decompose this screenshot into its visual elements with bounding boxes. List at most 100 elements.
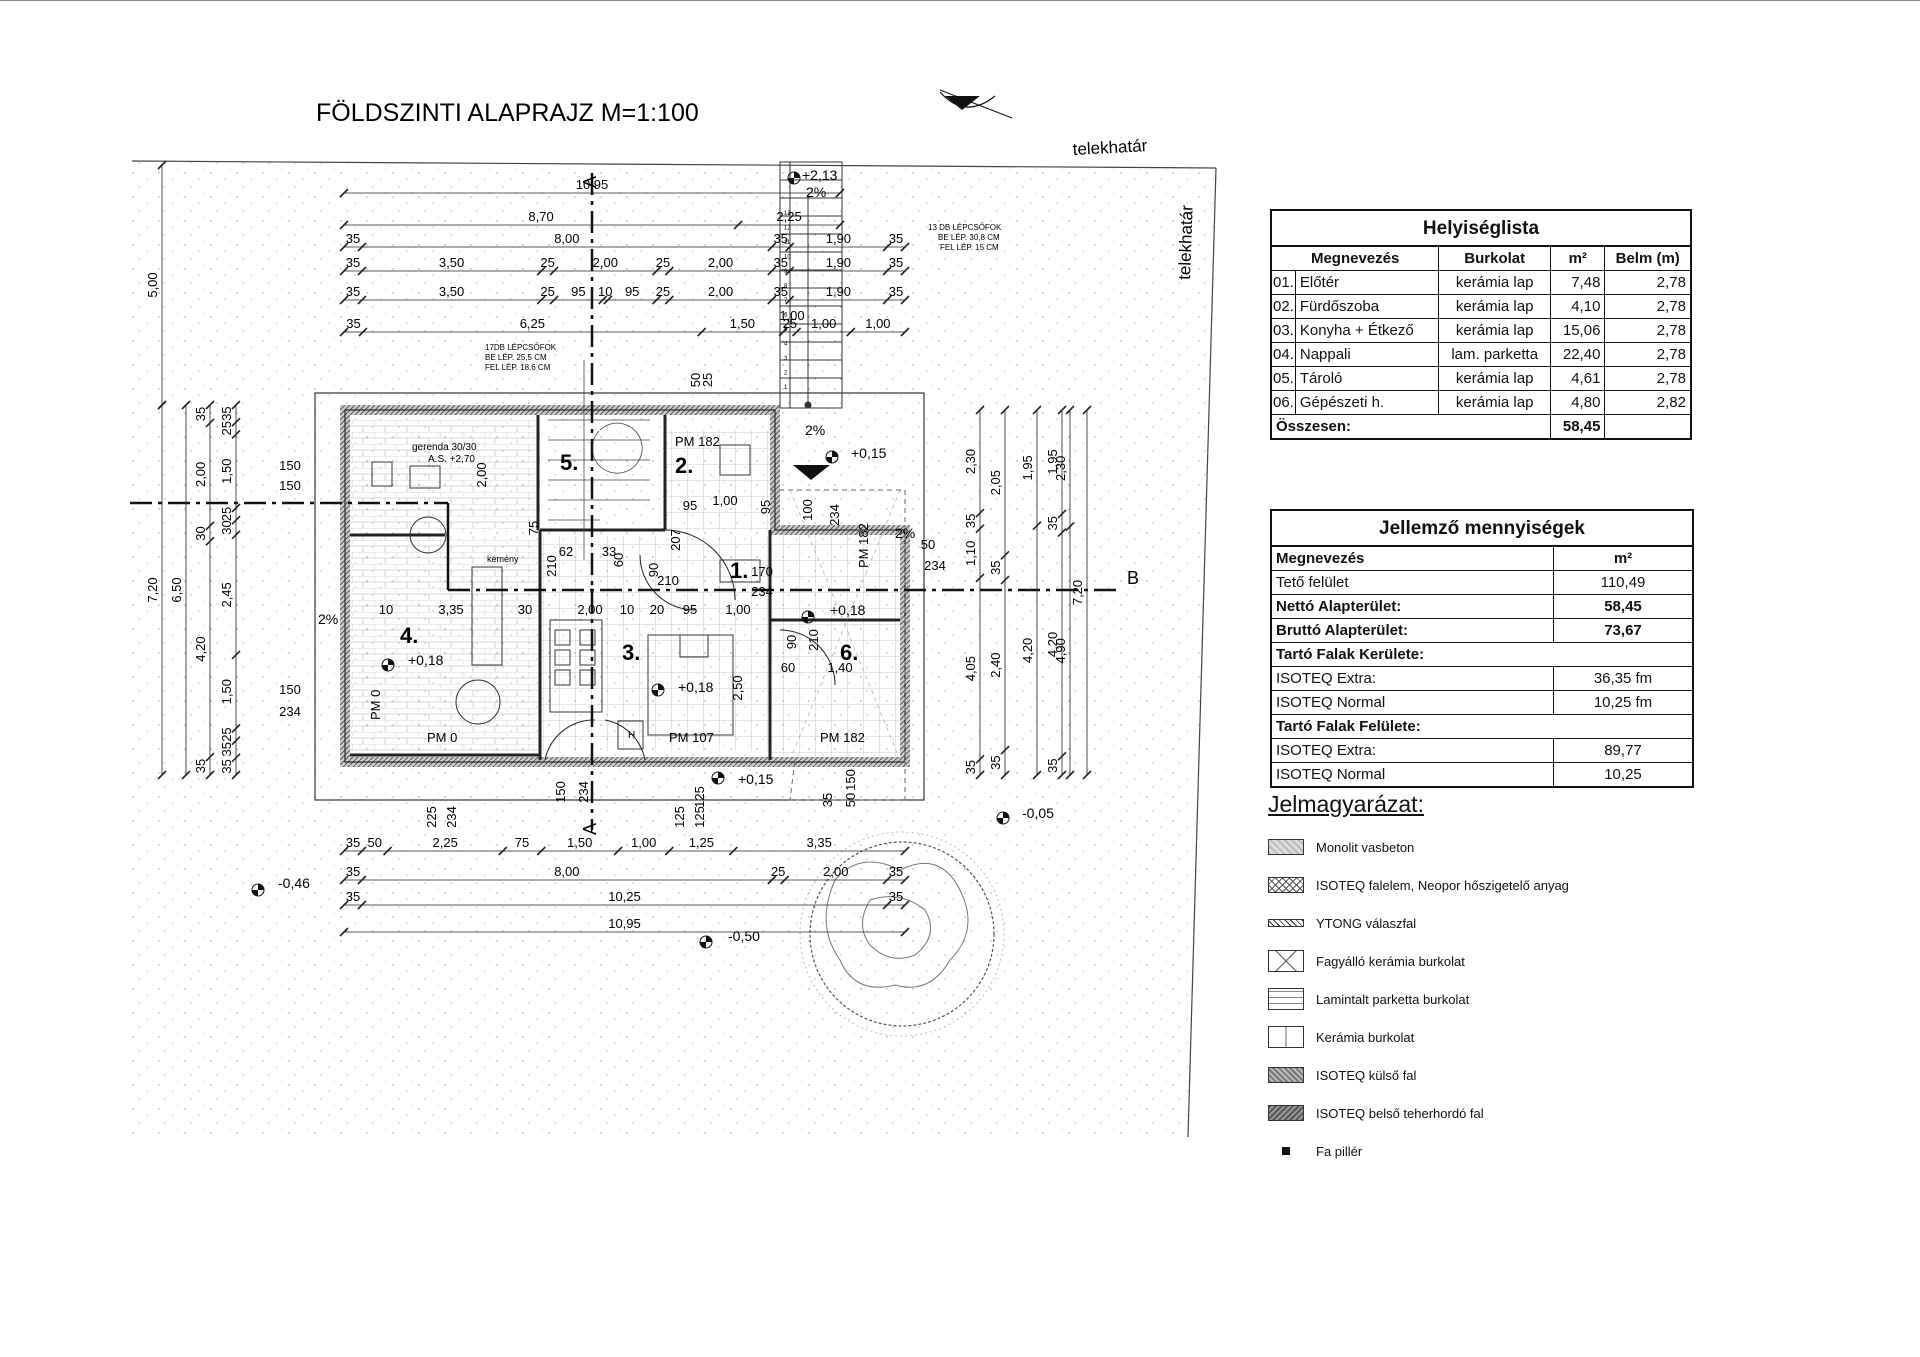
room-height: 2,78: [1604, 318, 1692, 343]
dimension-tick: [603, 295, 613, 305]
pm-label: PM 182: [856, 523, 871, 568]
dimension-label: 35: [889, 284, 903, 299]
interior-dimension-label: 95: [683, 602, 697, 617]
interior-dimension-label: 150: [553, 781, 568, 803]
dimension-tick: [231, 515, 241, 525]
dimension-label: 1,95: [1020, 455, 1035, 480]
dimension-label: 1,00: [811, 316, 836, 331]
dimension-label: 1,90: [826, 231, 851, 246]
dimension-tick: [792, 327, 802, 337]
dimension-tick: [231, 530, 241, 540]
interior-dimension-label: 234: [924, 558, 946, 573]
dimension-label: 8,70: [528, 209, 553, 224]
dimension-tick: [900, 875, 910, 885]
room-height: 2,82: [1604, 390, 1692, 415]
dimension-tick: [780, 875, 790, 885]
dimension-tick: [733, 220, 743, 230]
dimension-tick: [357, 242, 367, 252]
room-list-header: m²: [1550, 245, 1606, 271]
room-total-empty: [1604, 414, 1692, 440]
section-lines: [130, 173, 1120, 830]
dimension-label: 7,20: [1070, 580, 1085, 605]
dimension-label: 35: [346, 835, 360, 850]
dimension-tick: [785, 266, 795, 276]
dimension-tick: [664, 846, 674, 856]
dimension-tick: [697, 327, 707, 337]
legend-label: Kerámia burkolat: [1316, 1029, 1415, 1045]
dimension-tick: [882, 242, 892, 252]
quantity-value: 89,77: [1553, 738, 1694, 763]
stair-note-upper-line: 13 DB LÉPCSŐFOK: [928, 223, 1002, 232]
dimension-label: 3,35: [807, 835, 832, 850]
room-floor: lam. parketta: [1438, 342, 1552, 367]
dimension-label: 1,95: [1045, 449, 1060, 474]
section-a-top: A: [580, 176, 600, 188]
level-label: +0,15: [738, 771, 774, 787]
dimension-tick: [339, 875, 349, 885]
dimension-tick: [1032, 770, 1042, 780]
room-number: 04.: [1270, 342, 1296, 367]
legend-label: YTONG válaszfal: [1316, 915, 1417, 931]
dimension-tick: [785, 242, 795, 252]
pm-label: PM 0: [427, 730, 457, 745]
terrace-outline: [770, 489, 906, 801]
pm-label: PM 182: [675, 434, 720, 449]
dimension-label: 1,90: [826, 284, 851, 299]
quantity-label: Bruttó Alapterület:: [1270, 618, 1554, 643]
room-area: 7,48: [1550, 270, 1606, 295]
stair-step-number: 3: [784, 356, 788, 362]
interior-dimension-label: 210: [657, 573, 679, 588]
dimension-label: 35: [346, 889, 360, 904]
dimension-tick: [975, 524, 985, 534]
room-number: 05.: [1270, 366, 1296, 391]
stair-note-upper-line: FEL LÉP. 15 CM: [940, 243, 999, 252]
room-floor: kerámia lap: [1438, 390, 1552, 415]
dimension-label: 1,50: [219, 459, 234, 484]
north-arrow-icon: [939, 89, 1013, 119]
dimension-label: 35: [774, 255, 788, 270]
room-number-5: 5.: [560, 450, 578, 475]
quantity-value: 10,25: [1553, 762, 1694, 788]
quantities-section: Tartó Falak Felülete:: [1270, 714, 1694, 739]
interior-walls: [350, 415, 900, 760]
dimension-tick: [767, 266, 777, 276]
exterior-wall-swatch-icon: [1268, 1067, 1304, 1083]
dimension-tick: [1065, 522, 1075, 532]
dimension-tick: [205, 418, 215, 428]
legend-title: Jelmagyarázat:: [1268, 791, 1424, 817]
quantity-value: 110,49: [1553, 570, 1694, 595]
boundary-label-right: telekhatár: [1175, 205, 1197, 281]
dimension-tick: [157, 770, 167, 780]
interior-dimension-label: 170: [751, 564, 773, 579]
interior-dimension-label: 234: [751, 584, 773, 599]
dimension-label: 2,00: [823, 864, 848, 879]
dimension-label: 30: [193, 526, 208, 540]
room-number-6: 6.: [840, 640, 858, 665]
room-height: 2,78: [1604, 366, 1692, 391]
room-area: 4,80: [1550, 390, 1606, 415]
building-outline: [314, 392, 925, 801]
dimension-tick: [1057, 527, 1067, 538]
dimension-label: 2,00: [708, 284, 733, 299]
quantity-value: 73,67: [1553, 618, 1694, 643]
parquet-swatch-icon: [1268, 988, 1304, 1010]
room-name: Előtér: [1294, 270, 1440, 295]
dimension-tick: [975, 405, 985, 415]
room-area: 4,61: [1550, 366, 1606, 391]
dimension-tick: [767, 875, 777, 885]
dimension-tick: [157, 400, 167, 410]
dimension-tick: [157, 160, 167, 170]
interior-dimension-label: 75: [526, 521, 541, 535]
interior-dimension-label: 1,00: [712, 493, 737, 508]
dimension-tick: [339, 846, 349, 856]
room-number-4: 4.: [400, 623, 418, 648]
dimension-label: 1,25: [689, 835, 714, 850]
dimension-tick: [339, 266, 349, 276]
stair-note-upper: 13 DB LÉPCSŐFOK BE LÉP. 30,8 CM FEL LÉP.…: [928, 223, 1002, 252]
dimension-tick: [231, 429, 241, 439]
furniture: [371, 444, 761, 750]
dimension-label: 2,00: [193, 462, 208, 487]
dimension-label: 35: [193, 407, 208, 421]
